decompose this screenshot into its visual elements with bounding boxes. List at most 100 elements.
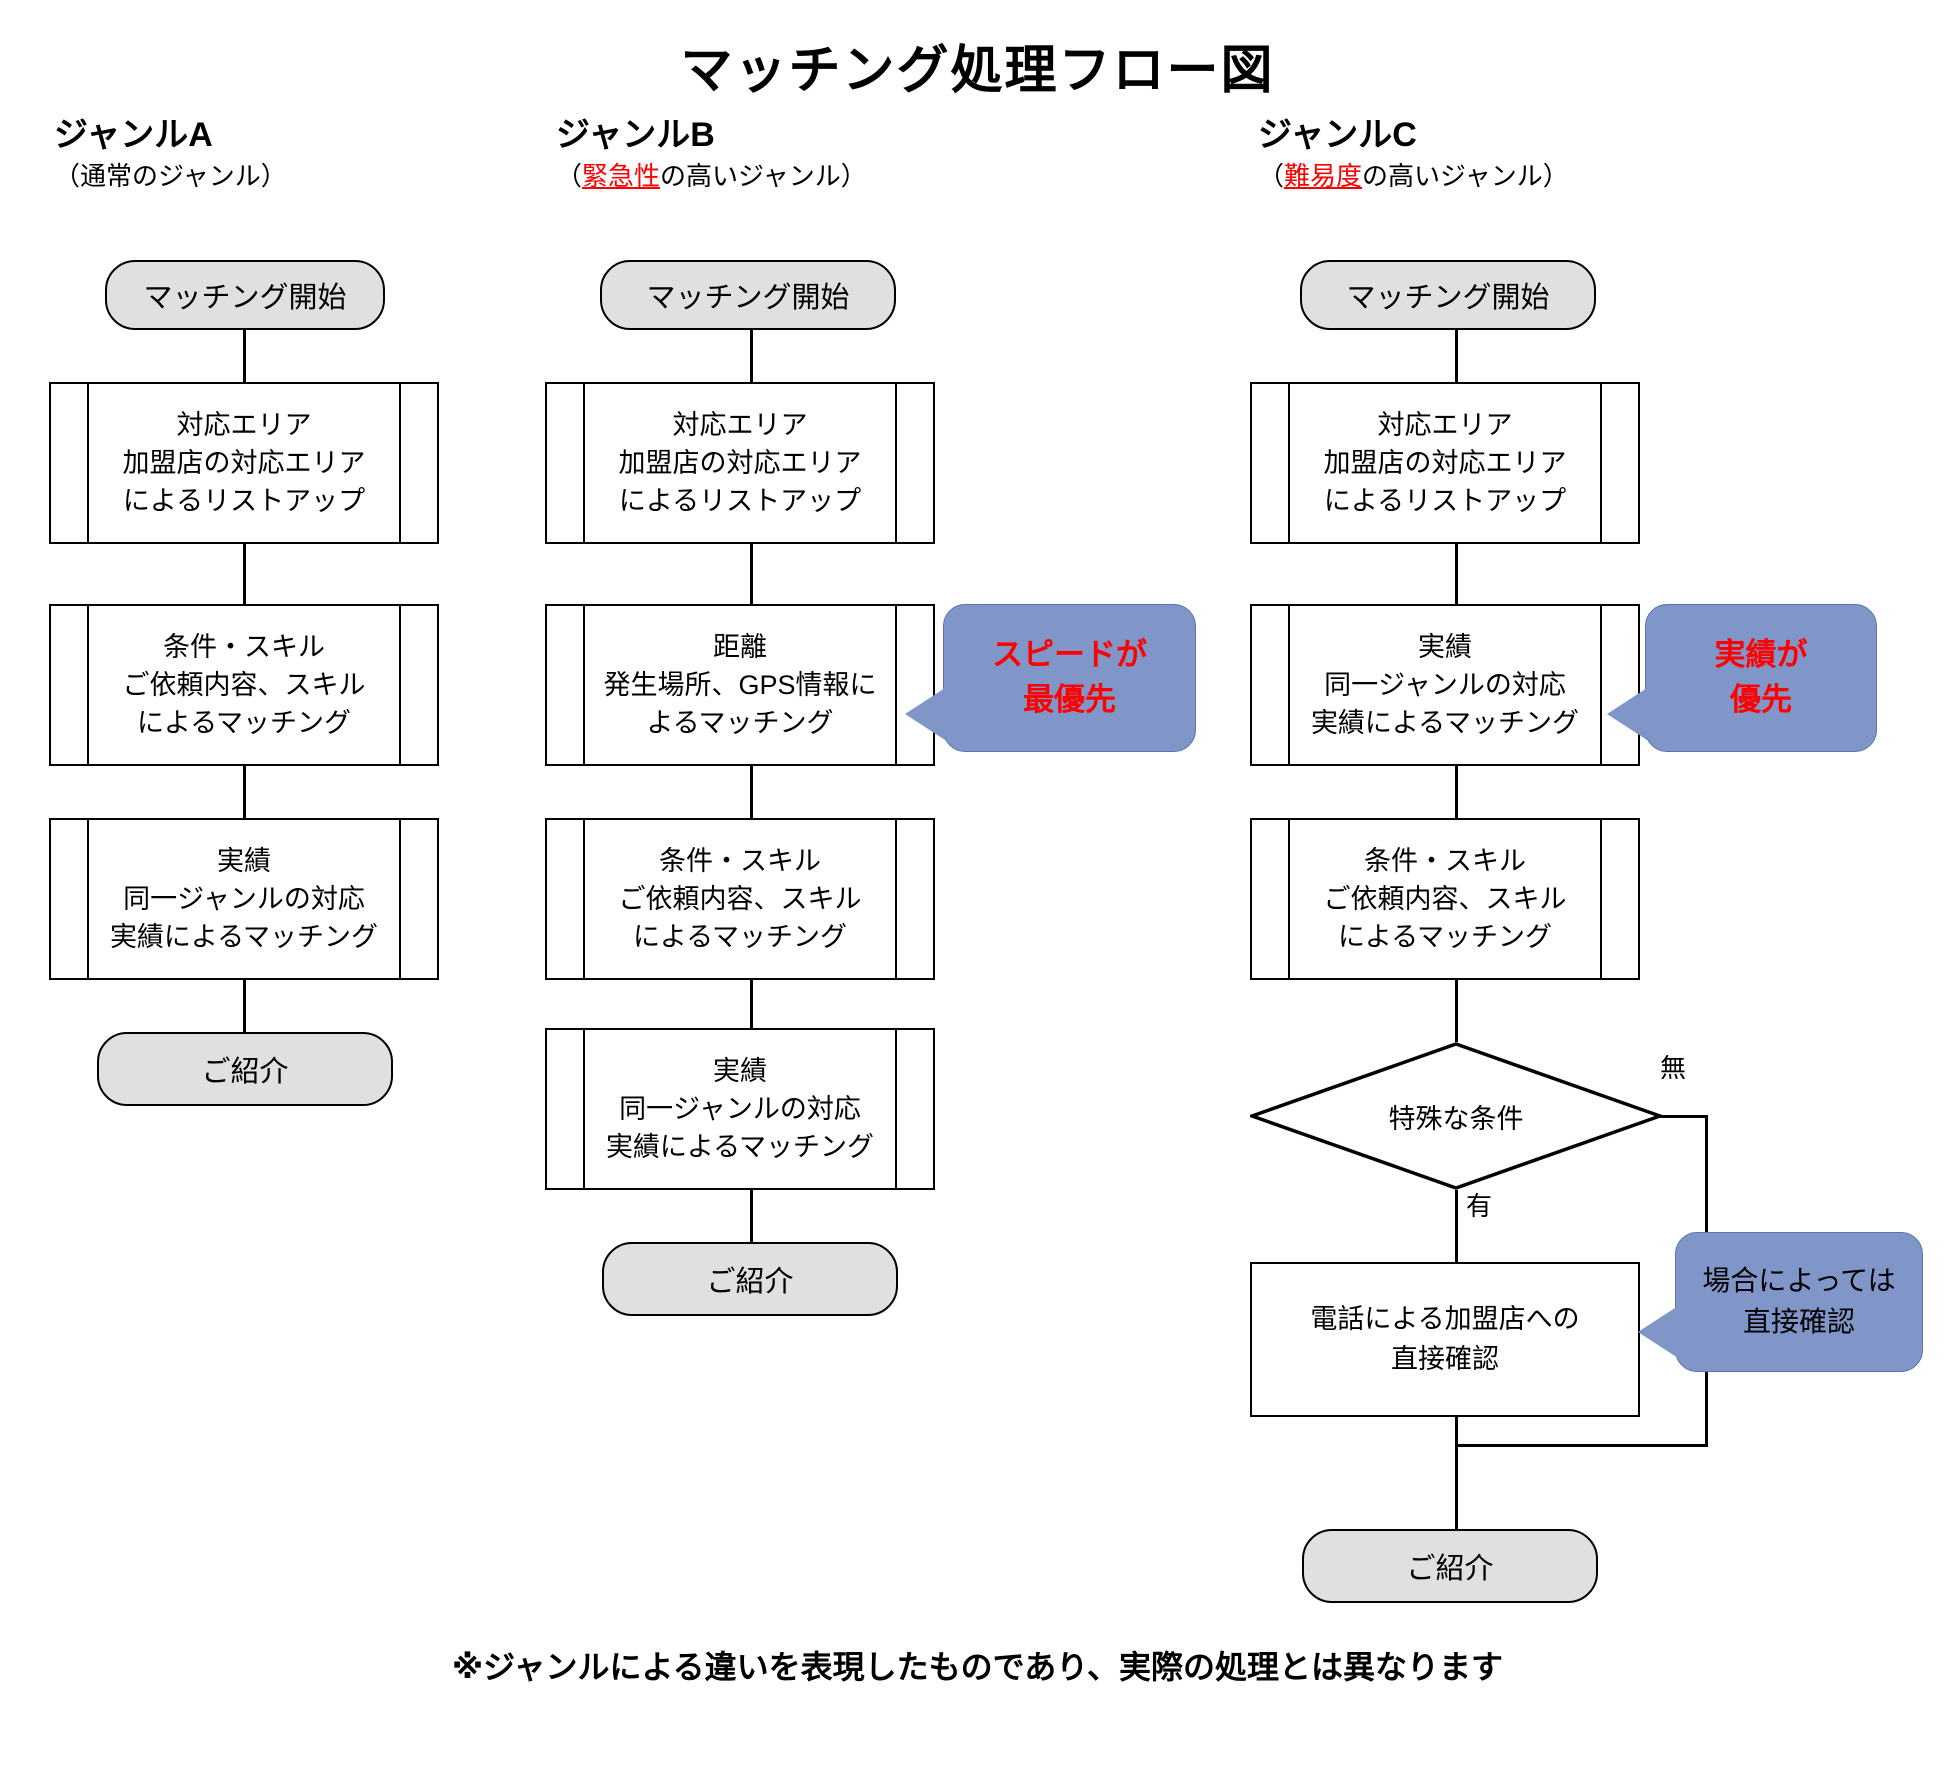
process-b-4-line2: 同一ジャンルの対応	[619, 1093, 861, 1124]
connector-b-2	[750, 544, 753, 604]
callout-speed-line2: 最優先	[1023, 682, 1116, 717]
process-a-1-line3: によるリストアップ	[122, 486, 366, 517]
column-title-c: ジャンルC	[1258, 116, 1417, 154]
process-c-1-line3: によるリストアップ	[1323, 486, 1567, 517]
process-c-2-line1: 実績	[1418, 631, 1472, 662]
subtitle-rest-c: の高いジャンル	[1362, 161, 1543, 191]
subtitle-open-c: （	[1258, 161, 1285, 191]
callout-record-line1: 実績が	[1714, 637, 1808, 673]
process-box-c-1: 対応エリア 加盟店の対応エリア によるリストアップ	[1250, 382, 1640, 544]
callout-record-line2: 優先	[1730, 682, 1792, 717]
callout-speed-line1: スピードが	[992, 637, 1147, 673]
decision-label: 特殊な条件	[1388, 1103, 1524, 1134]
process-a-3-line3: 実績によるマッチング	[109, 922, 379, 953]
process-box-c-3: 条件・スキル ご依頼内容、スキル によるマッチング	[1250, 818, 1640, 980]
process-c-2-line2: 同一ジャンルの対応	[1324, 669, 1566, 700]
process-b-4-line1: 実績	[713, 1055, 767, 1086]
subtitle-open-b: （	[556, 161, 583, 191]
connector-c-2	[1455, 544, 1458, 604]
process-b-3-line1: 条件・スキル	[659, 845, 821, 876]
decision-special-condition: 特殊な条件	[1250, 1042, 1662, 1190]
callout-direct-confirmation: 場合によっては 直接確認	[1675, 1232, 1923, 1372]
process-a-2-line3: によるマッチング	[136, 708, 352, 739]
end-terminator-c: ご紹介	[1302, 1529, 1598, 1603]
callout-record-priority: 実績が 優先	[1645, 604, 1877, 752]
connector-c-3	[1455, 766, 1458, 818]
process-a-3-line1: 実績	[217, 845, 271, 876]
subtitle-close-c: ）	[1542, 161, 1569, 191]
process-box-b-4: 実績 同一ジャンルの対応 実績によるマッチング	[545, 1028, 935, 1190]
process-box-a-3: 実績 同一ジャンルの対応 実績によるマッチング	[49, 818, 439, 980]
start-terminator-b: マッチング開始	[600, 260, 896, 330]
footer-note: ※ジャンルによる違いを表現したものであり、実際の処理とは異なります	[452, 1649, 1503, 1685]
subtitle-close-a: ）	[260, 161, 287, 191]
process-box-b-1: 対応エリア 加盟店の対応エリア によるリストアップ	[545, 382, 935, 544]
connector-a-1	[243, 330, 246, 382]
connector-a-2	[243, 544, 246, 604]
connector-c-4	[1455, 980, 1458, 1042]
process-b-1-line1: 対応エリア	[672, 409, 808, 440]
column-title-b: ジャンルB	[556, 116, 715, 154]
subtitle-rest-b: の高いジャンル	[660, 161, 841, 191]
connector-b-3	[750, 766, 753, 818]
callout-speed-priority: スピードが 最優先	[943, 604, 1196, 752]
start-terminator-c: マッチング開始	[1300, 260, 1596, 330]
callout-direct-line2: 直接確認	[1742, 1306, 1855, 1337]
phone-step-line1: 電話による加盟店への	[1310, 1304, 1580, 1335]
process-a-3-line2: 同一ジャンルの対応	[123, 883, 365, 914]
process-c-3-line1: 条件・スキル	[1364, 845, 1526, 876]
column-subtitle-b: （緊急性の高いジャンル）	[556, 156, 867, 193]
callout-direct-tail	[1638, 1306, 1678, 1358]
process-c-2-line3: 実績によるマッチング	[1310, 708, 1580, 739]
subtitle-highlight-b: 緊急性	[582, 161, 661, 191]
connector-c-1	[1455, 330, 1458, 382]
process-a-2-line2: ご依頼内容、スキル	[122, 669, 366, 700]
process-a-1-line2: 加盟店の対応エリア	[122, 447, 366, 478]
callout-record-tail	[1607, 688, 1647, 740]
branch-line-yes	[1455, 1190, 1458, 1262]
callout-direct-line1: 場合によっては	[1702, 1265, 1896, 1297]
process-b-2-line2: 発生場所、GPS情報に	[603, 669, 877, 700]
connector-a-3	[243, 766, 246, 818]
process-box-b-3: 条件・スキル ご依頼内容、スキル によるマッチング	[545, 818, 935, 980]
connector-b-1	[750, 330, 753, 382]
process-b-4-line3: 実績によるマッチング	[605, 1132, 875, 1163]
branch-line-no-horizontal	[1660, 1115, 1708, 1118]
page-title: マッチング処理フロー図	[680, 42, 1275, 100]
process-b-3-line2: ご依頼内容、スキル	[618, 883, 862, 914]
process-box-phone-confirmation: 電話による加盟店への 直接確認	[1250, 1262, 1640, 1417]
column-subtitle-c: （難易度の高いジャンル）	[1258, 156, 1569, 193]
subtitle-open-a: （	[54, 161, 81, 191]
end-terminator-b: ご紹介	[602, 1242, 898, 1316]
connector-b-4	[750, 980, 753, 1028]
process-c-1-line1: 対応エリア	[1377, 409, 1513, 440]
process-a-1-line1: 対応エリア	[176, 409, 312, 440]
subtitle-rest-a: 通常のジャンル	[80, 161, 261, 191]
diamond-shape-icon	[1250, 1042, 1662, 1190]
connector-b-5	[750, 1190, 753, 1242]
process-b-1-line2: 加盟店の対応エリア	[618, 447, 862, 478]
process-b-2-line3: よるマッチング	[646, 708, 834, 739]
callout-speed-tail	[905, 688, 945, 740]
process-a-2-line1: 条件・スキル	[163, 631, 325, 662]
process-box-a-1: 対応エリア 加盟店の対応エリア によるリストアップ	[49, 382, 439, 544]
start-terminator-a: マッチング開始	[105, 260, 385, 330]
subtitle-close-b: ）	[840, 161, 867, 191]
phone-step-line2: 直接確認	[1391, 1343, 1499, 1374]
subtitle-highlight-c: 難易度	[1284, 161, 1363, 191]
process-box-c-2: 実績 同一ジャンルの対応 実績によるマッチング	[1250, 604, 1640, 766]
process-c-1-line2: 加盟店の対応エリア	[1323, 447, 1567, 478]
branch-line-no-return	[1456, 1444, 1708, 1447]
process-b-2-line1: 距離	[713, 631, 767, 662]
column-title-a: ジャンルA	[54, 116, 213, 154]
branch-label-yes: 有	[1466, 1191, 1493, 1221]
process-b-1-line3: によるリストアップ	[618, 486, 862, 517]
process-box-a-2: 条件・スキル ご依頼内容、スキル によるマッチング	[49, 604, 439, 766]
end-terminator-a: ご紹介	[97, 1032, 393, 1106]
process-c-3-line2: ご依頼内容、スキル	[1323, 883, 1567, 914]
process-c-3-line3: によるマッチング	[1337, 922, 1553, 953]
connector-c-5	[1455, 1417, 1458, 1529]
branch-label-no: 無	[1660, 1053, 1687, 1083]
process-b-3-line3: によるマッチング	[632, 922, 848, 953]
